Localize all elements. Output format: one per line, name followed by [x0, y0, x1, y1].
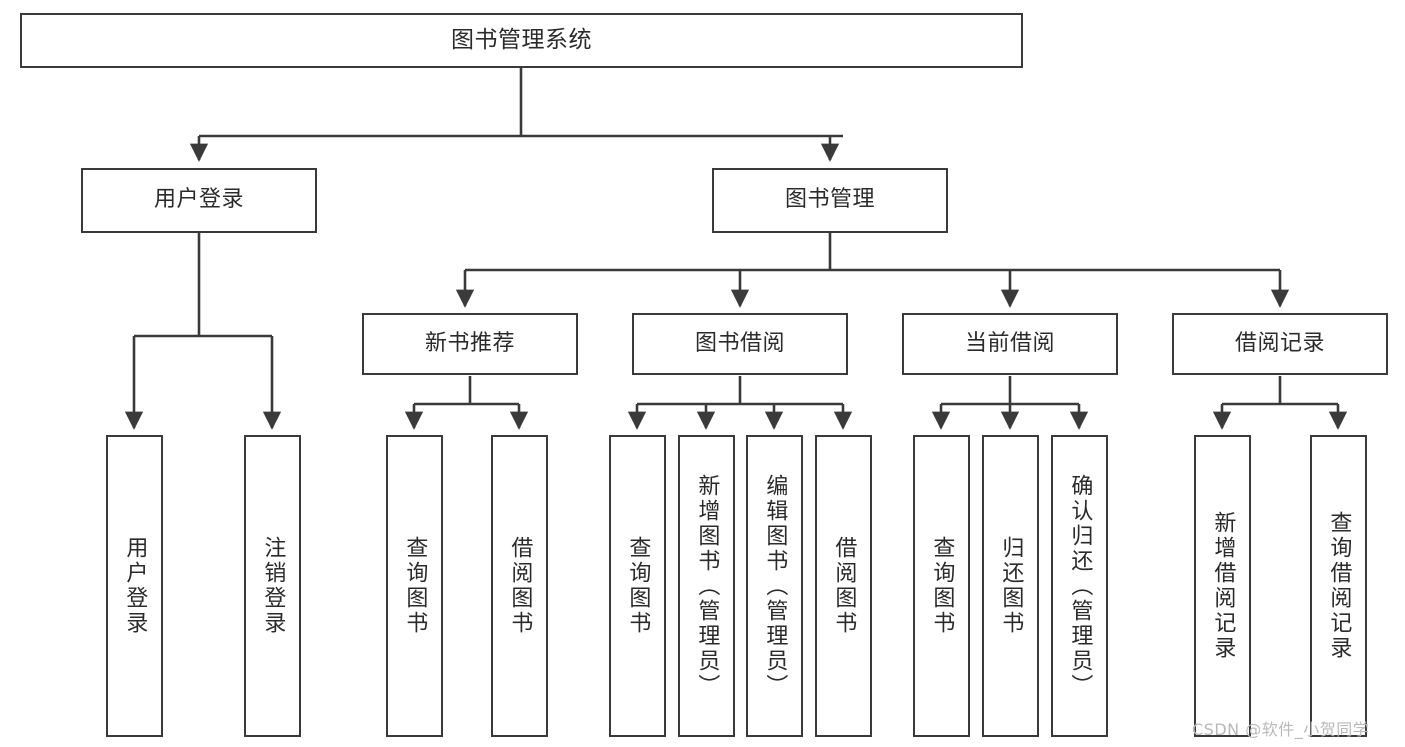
- node-new-book-recommend[interactable]: 新书推荐: [362, 313, 578, 375]
- leaf-user-login[interactable]: 用户登录: [106, 435, 163, 737]
- leaf-query-book-borrow[interactable]: 查询图书: [609, 435, 666, 737]
- csdn-watermark: CSDN @软件_小贺同学: [1192, 720, 1370, 739]
- node-book-borrow[interactable]: 图书借阅: [632, 313, 848, 375]
- node-current-borrow[interactable]: 当前借阅: [902, 313, 1118, 375]
- leaf-logout-login[interactable]: 注销登录: [244, 435, 301, 737]
- leaf-confirm-return-admin[interactable]: 确认归还（管理员）: [1051, 435, 1108, 737]
- node-user-login[interactable]: 用户登录: [81, 168, 317, 233]
- leaf-query-book-recommend[interactable]: 查询图书: [386, 435, 443, 737]
- leaf-edit-book-admin[interactable]: 编辑图书（管理员）: [746, 435, 803, 737]
- leaf-query-book-current[interactable]: 查询图书: [913, 435, 970, 737]
- node-root-book-management-system[interactable]: 图书管理系统: [20, 13, 1023, 68]
- leaf-return-book[interactable]: 归还图书: [982, 435, 1039, 737]
- leaf-add-book-admin[interactable]: 新增图书（管理员）: [678, 435, 735, 737]
- leaf-add-borrow-record[interactable]: 新增借阅记录: [1194, 435, 1251, 737]
- leaf-borrow-book-recommend[interactable]: 借阅图书: [491, 435, 548, 737]
- node-book-management[interactable]: 图书管理: [712, 168, 948, 233]
- node-borrow-record[interactable]: 借阅记录: [1172, 313, 1388, 375]
- leaf-query-borrow-record[interactable]: 查询借阅记录: [1310, 435, 1367, 737]
- leaf-borrow-book[interactable]: 借阅图书: [815, 435, 872, 737]
